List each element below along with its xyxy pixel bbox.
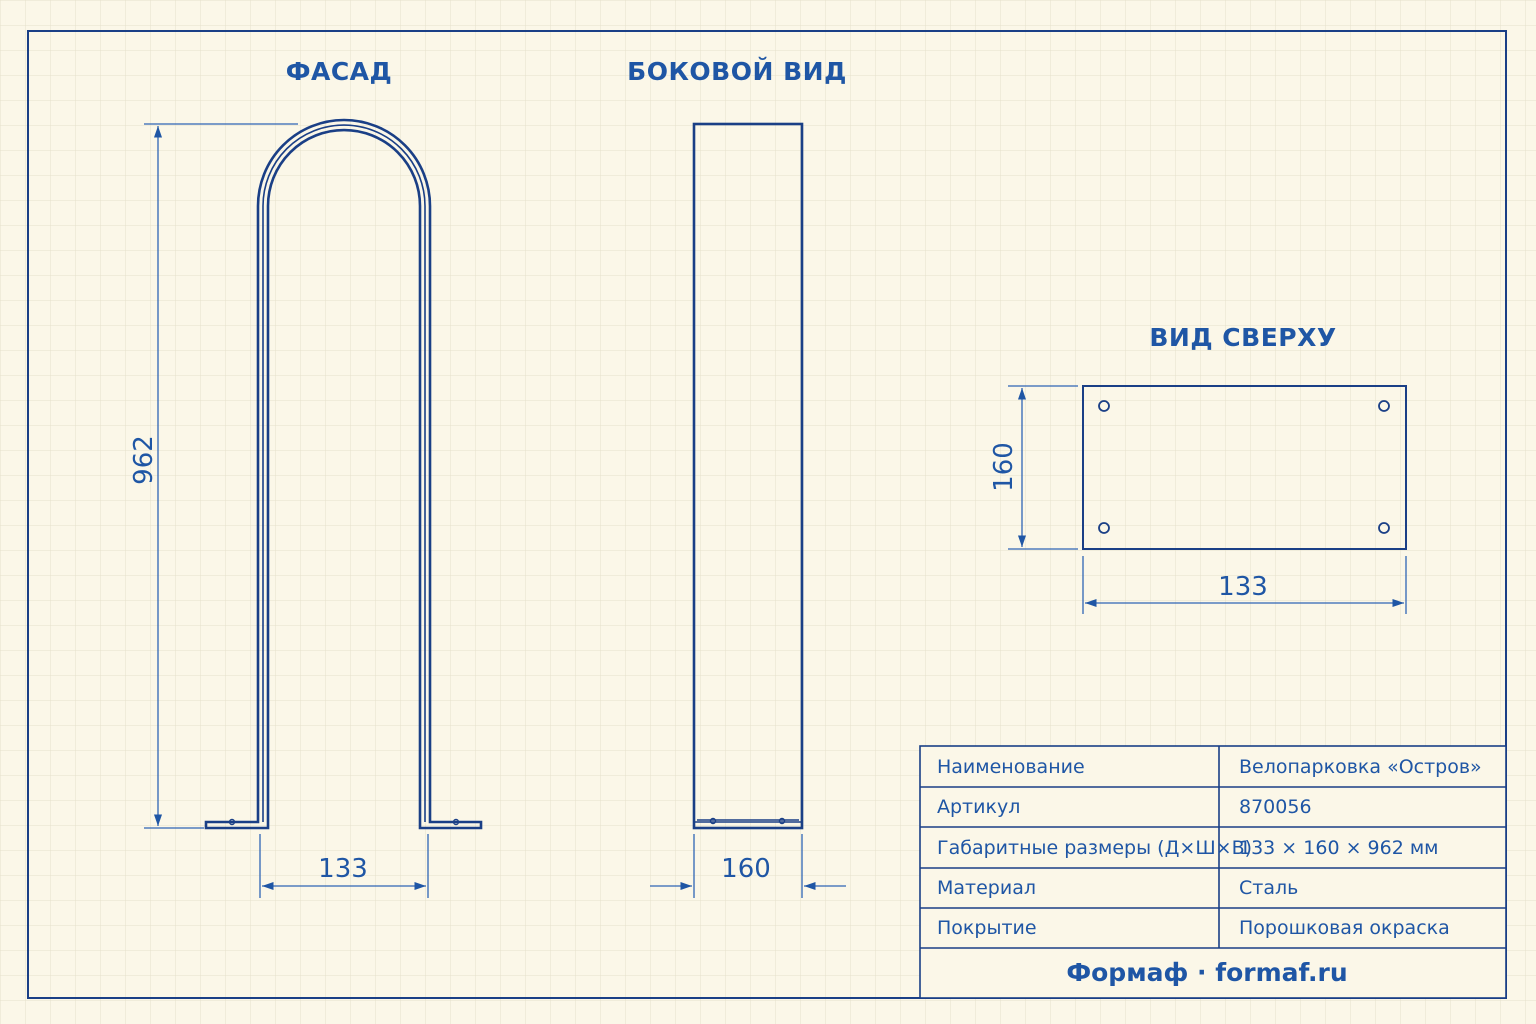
top-width-dimension: 133 [1082,556,1407,614]
spec-table: Наименование Велопарковка «Остров» Артик… [919,745,1507,999]
spec-label-article: Артикул [937,796,1020,818]
top-drawing [1082,385,1407,550]
fastener-hole [709,817,717,825]
fastener-hole [228,818,236,826]
brand-footer: Формаф · formaf.ru [1066,958,1347,987]
fastener-hole [778,817,786,825]
side-width-value: 160 [721,854,771,884]
spec-label-coating: Покрытие [937,917,1037,939]
fastener-hole [452,818,460,826]
mounting-hole [1378,522,1390,534]
facade-height-dimension: 962 [129,123,298,829]
facade-drawing [204,118,483,830]
top-height-dimension: 160 [989,385,1078,550]
top-title: ВИД СВЕРХУ [1149,323,1336,352]
spec-label-dimensions: Габаритные размеры (Д×Ш×В) [937,837,1252,859]
facade-width-value: 133 [318,854,368,884]
spec-value-name: Велопарковка «Остров» [1239,756,1482,778]
spec-label-material: Материал [937,877,1036,899]
spec-value-material: Сталь [1239,877,1298,899]
spec-value-dimensions: 133 × 160 × 962 мм [1239,837,1439,859]
mounting-hole [1378,400,1390,412]
side-width-dimension: 160 [650,834,846,898]
facade-width-dimension: 133 [259,834,429,898]
side-drawing [692,122,804,830]
top-height-value: 160 [989,442,1019,492]
sheet-border [27,30,1507,999]
mounting-hole [1098,522,1110,534]
spec-value-coating: Порошковая окраска [1239,917,1450,939]
spec-value-article: 870056 [1239,796,1312,818]
mounting-hole [1098,400,1110,412]
top-width-value: 133 [1218,572,1268,602]
facade-height-value: 962 [129,435,159,485]
spec-label-name: Наименование [937,756,1085,778]
facade-title: ФАСАД [286,57,393,86]
side-title: БОКОВОЙ ВИД [627,57,847,86]
